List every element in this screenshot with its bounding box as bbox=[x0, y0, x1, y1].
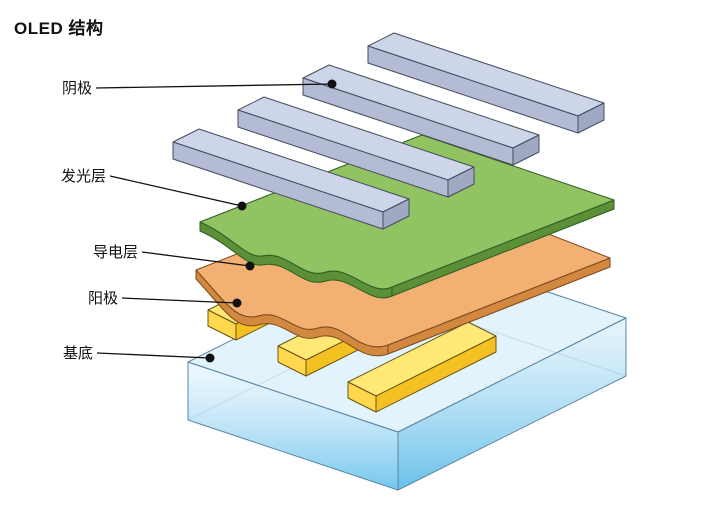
bar-end-face bbox=[512, 134, 540, 166]
anchor-dot bbox=[327, 79, 337, 89]
conductive-annotation: 导电层 bbox=[93, 244, 255, 271]
bar-end-face bbox=[277, 345, 307, 377]
anode-annotation: 阳极 bbox=[88, 290, 242, 308]
cathode-bar-4 bbox=[172, 128, 410, 230]
emissive-annotation: 发光层 bbox=[61, 168, 247, 211]
label-anode: 阳极 bbox=[88, 290, 118, 307]
cathode-annotation: 阴极 bbox=[62, 79, 337, 97]
substrate-annotation: 基底 bbox=[63, 345, 215, 363]
leader-line bbox=[109, 175, 243, 207]
bar-end-face bbox=[207, 309, 237, 341]
cathode-bar-3 bbox=[237, 96, 475, 198]
leader-line bbox=[121, 297, 238, 304]
bar-end-face bbox=[447, 166, 475, 198]
cathode-bar-1 bbox=[367, 32, 605, 134]
anchor-dot bbox=[232, 298, 242, 308]
anchor-dot bbox=[205, 353, 215, 363]
label-substrate: 基底 bbox=[63, 345, 93, 362]
label-cathode: 阴极 bbox=[62, 80, 92, 97]
cathode-bar-2 bbox=[302, 64, 540, 166]
label-conductive: 导电层 bbox=[93, 244, 138, 261]
leader-line bbox=[95, 83, 333, 89]
leader-line bbox=[141, 251, 251, 267]
layer-annotations: 阴极 发光层 导电层 阳极 基底 bbox=[61, 79, 337, 363]
anchor-dot bbox=[237, 201, 247, 211]
bar-end-face bbox=[347, 381, 377, 413]
bar-end-face bbox=[382, 198, 410, 230]
page-title: OLED 结构 bbox=[14, 18, 103, 38]
label-emissive: 发光层 bbox=[61, 168, 106, 185]
cathode-bars bbox=[172, 32, 605, 230]
bar-end-face bbox=[577, 102, 605, 134]
anode-bar-3 bbox=[347, 321, 497, 413]
leader-line bbox=[96, 352, 211, 359]
anchor-dot bbox=[245, 261, 255, 271]
